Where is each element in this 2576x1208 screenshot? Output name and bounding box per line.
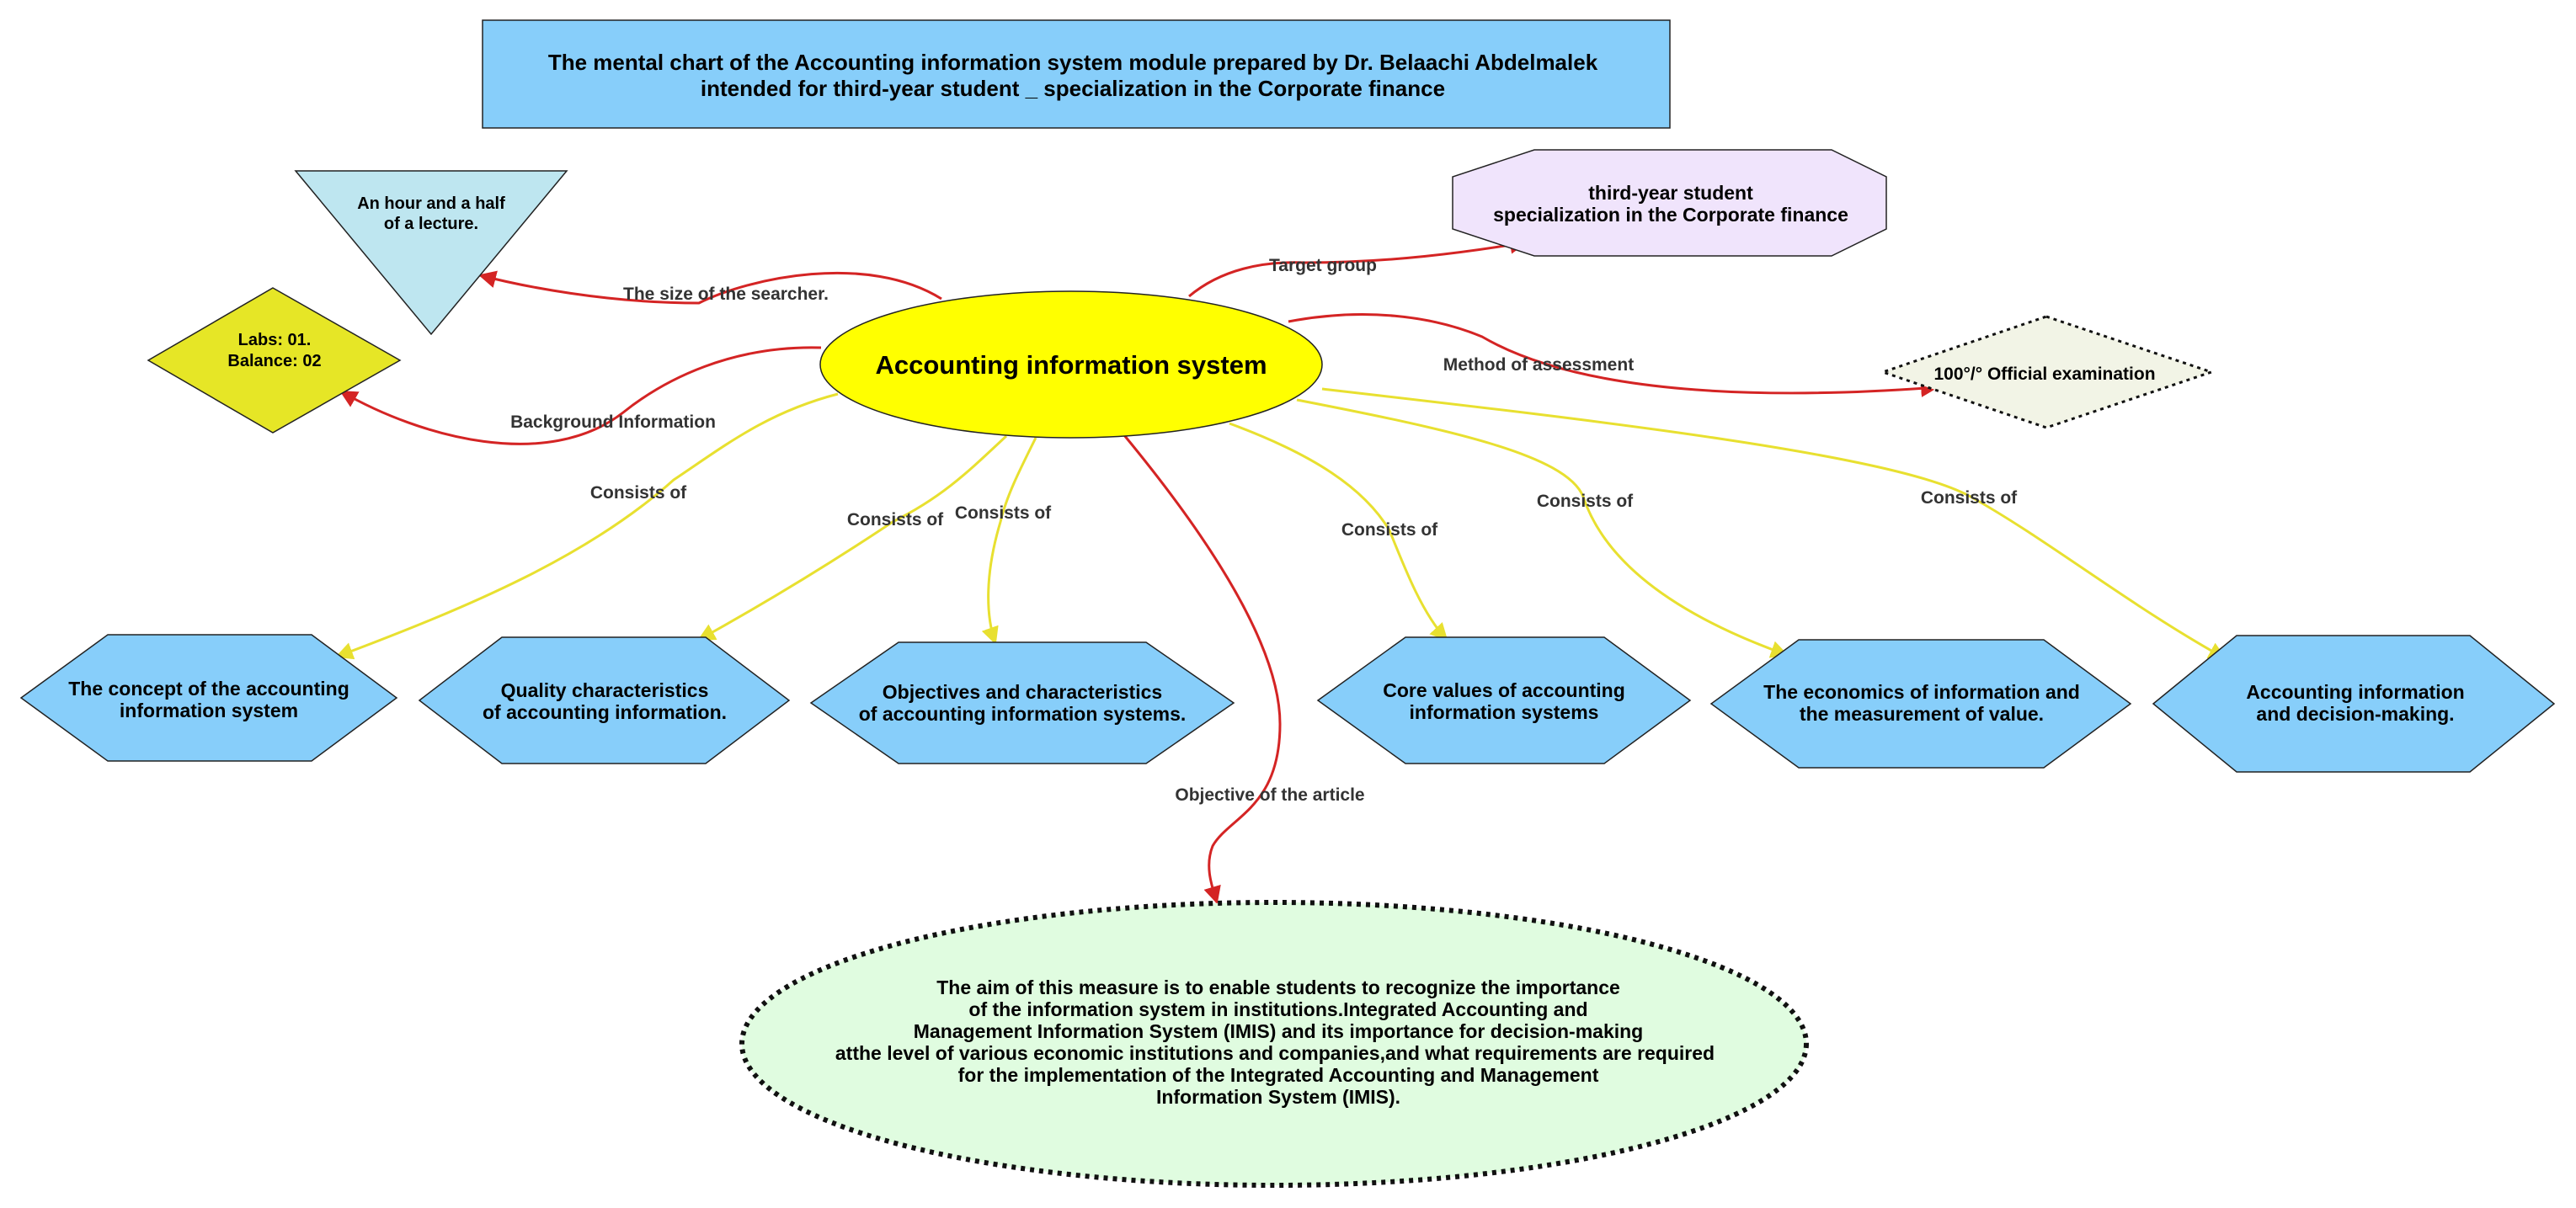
topic-1[interactable]: The concept of the accounting informatio… [19, 634, 398, 762]
edge-consists-topic-2 [697, 434, 1008, 641]
topic-3-line-2: of accounting information systems. [859, 703, 1187, 725]
target-group-line-2: specialization in the Corporate finance [1493, 204, 1848, 226]
topic-5-shape[interactable] [1709, 639, 2132, 769]
edge-consists-topic-4 [1229, 422, 1448, 641]
edge-consists-topic-6 [1321, 387, 2227, 660]
exam-label: 100°/° Official examination [1933, 365, 2155, 384]
duration-line-2: of a lecture. [384, 215, 478, 233]
topic-2[interactable]: Quality characteristics of accounting in… [418, 636, 791, 764]
topic-4-line-2: information systems [1410, 701, 1599, 723]
edge-consists-topic-3 [981, 437, 1037, 645]
topic-3-shape[interactable] [809, 641, 1235, 764]
objective-node-shape[interactable] [739, 900, 1809, 1188]
target-group-line-1: third-year student [1588, 182, 1753, 204]
topic-3[interactable]: Objectives and characteristics of accoun… [809, 641, 1235, 764]
edge-background-information [339, 346, 822, 445]
target-group-node[interactable]: third-year student specialization in the… [1452, 149, 1887, 257]
edge-label-consists-1: Consists of [590, 483, 687, 503]
topic-5-line-1: The economics of information and [1763, 681, 2080, 703]
topic-2-shape[interactable] [418, 636, 791, 764]
title-line-2: intended for third-year student _ specia… [701, 76, 1445, 101]
central-node-label: Accounting information system [875, 350, 1267, 380]
labs-node[interactable]: Labs: 01. Balance: 02 [147, 287, 402, 434]
central-node[interactable]: Accounting information system [819, 290, 1323, 439]
objective-line-6: Information System (IMIS). [1156, 1086, 1400, 1108]
duration-node[interactable]: An hour and a half of a lecture. [294, 170, 568, 336]
objective-line-4: atthe level of various economic institut… [835, 1042, 1715, 1064]
topic-6-shape[interactable] [2152, 635, 2556, 773]
topic-1-line-2: information system [120, 700, 298, 721]
edge-label-consists-6: Consists of [1921, 488, 2018, 508]
topic-4-shape[interactable] [1316, 636, 1692, 764]
edge-label-consists-5: Consists of [1537, 492, 1634, 511]
edge-label-assessment: Method of assessment [1443, 355, 1634, 375]
topic-6[interactable]: Accounting information and decision-maki… [2152, 635, 2556, 773]
topic-2-line-2: of accounting information. [483, 701, 727, 723]
topic-2-line-1: Quality characteristics [501, 679, 709, 701]
edge-label-consists-3: Consists of [955, 503, 1052, 523]
edge-labels: The size of the searcher. Target group M… [510, 256, 2018, 805]
edge-label-background: Background Information [510, 412, 716, 432]
edges [335, 236, 2227, 905]
title-box: The mental chart of the Accounting infor… [482, 19, 1671, 129]
objective-node[interactable]: The aim of this measure is to enable stu… [739, 900, 1809, 1188]
edge-label-consists-2: Consists of [847, 510, 944, 529]
labs-node-shape[interactable] [147, 287, 402, 434]
exam-node[interactable]: 100°/° Official examination [1879, 315, 2216, 429]
central-node-shape[interactable] [819, 290, 1323, 439]
edge-label-size: The size of the searcher. [623, 285, 829, 304]
objective-line-5: for the implementation of the Integrated… [958, 1064, 1599, 1086]
edge-method-of-assessment [1288, 313, 1939, 397]
title-line-1: The mental chart of the Accounting infor… [548, 50, 1598, 75]
edge-label-consists-4: Consists of [1341, 520, 1438, 540]
topic-5-line-2: the measurement of value. [1800, 703, 2044, 725]
topic-1-line-1: The concept of the accounting [68, 678, 349, 700]
edge-objective-of-article [1123, 434, 1282, 905]
edge-consists-topic-1 [335, 392, 839, 660]
topic-5[interactable]: The economics of information and the mea… [1709, 639, 2132, 769]
edge-target-group [1188, 236, 1528, 298]
edge-label-objective: Objective of the article [1175, 785, 1364, 805]
objective-line-2: of the information system in institution… [968, 998, 1587, 1020]
duration-line-1: An hour and a half [357, 194, 505, 213]
topic-4[interactable]: Core values of accounting information sy… [1316, 636, 1692, 764]
topic-3-line-1: Objectives and characteristics [883, 681, 1162, 703]
topics: The concept of the accounting informatio… [19, 634, 2556, 773]
edge-label-target: Target group [1269, 256, 1377, 275]
edge-size-of-searcher [477, 270, 942, 305]
objective-line-1: The aim of this measure is to enable stu… [936, 977, 1620, 998]
objective-line-3: Management Information System (IMIS) and… [914, 1020, 1643, 1042]
labs-line-2: Balance: 02 [227, 352, 321, 370]
exam-node-shape[interactable] [1879, 315, 2216, 429]
topic-4-line-1: Core values of accounting [1383, 679, 1625, 701]
edge-consists-topic-5 [1296, 398, 1789, 658]
labs-line-1: Labs: 01. [238, 331, 312, 349]
target-group-shape[interactable] [1452, 149, 1887, 257]
topic-6-line-1: Accounting information [2246, 681, 2464, 703]
title-box-shape [482, 19, 1671, 129]
topic-1-shape[interactable] [19, 634, 398, 762]
topic-6-line-2: and decision-making. [2256, 703, 2454, 725]
duration-node-shape[interactable] [294, 170, 568, 336]
